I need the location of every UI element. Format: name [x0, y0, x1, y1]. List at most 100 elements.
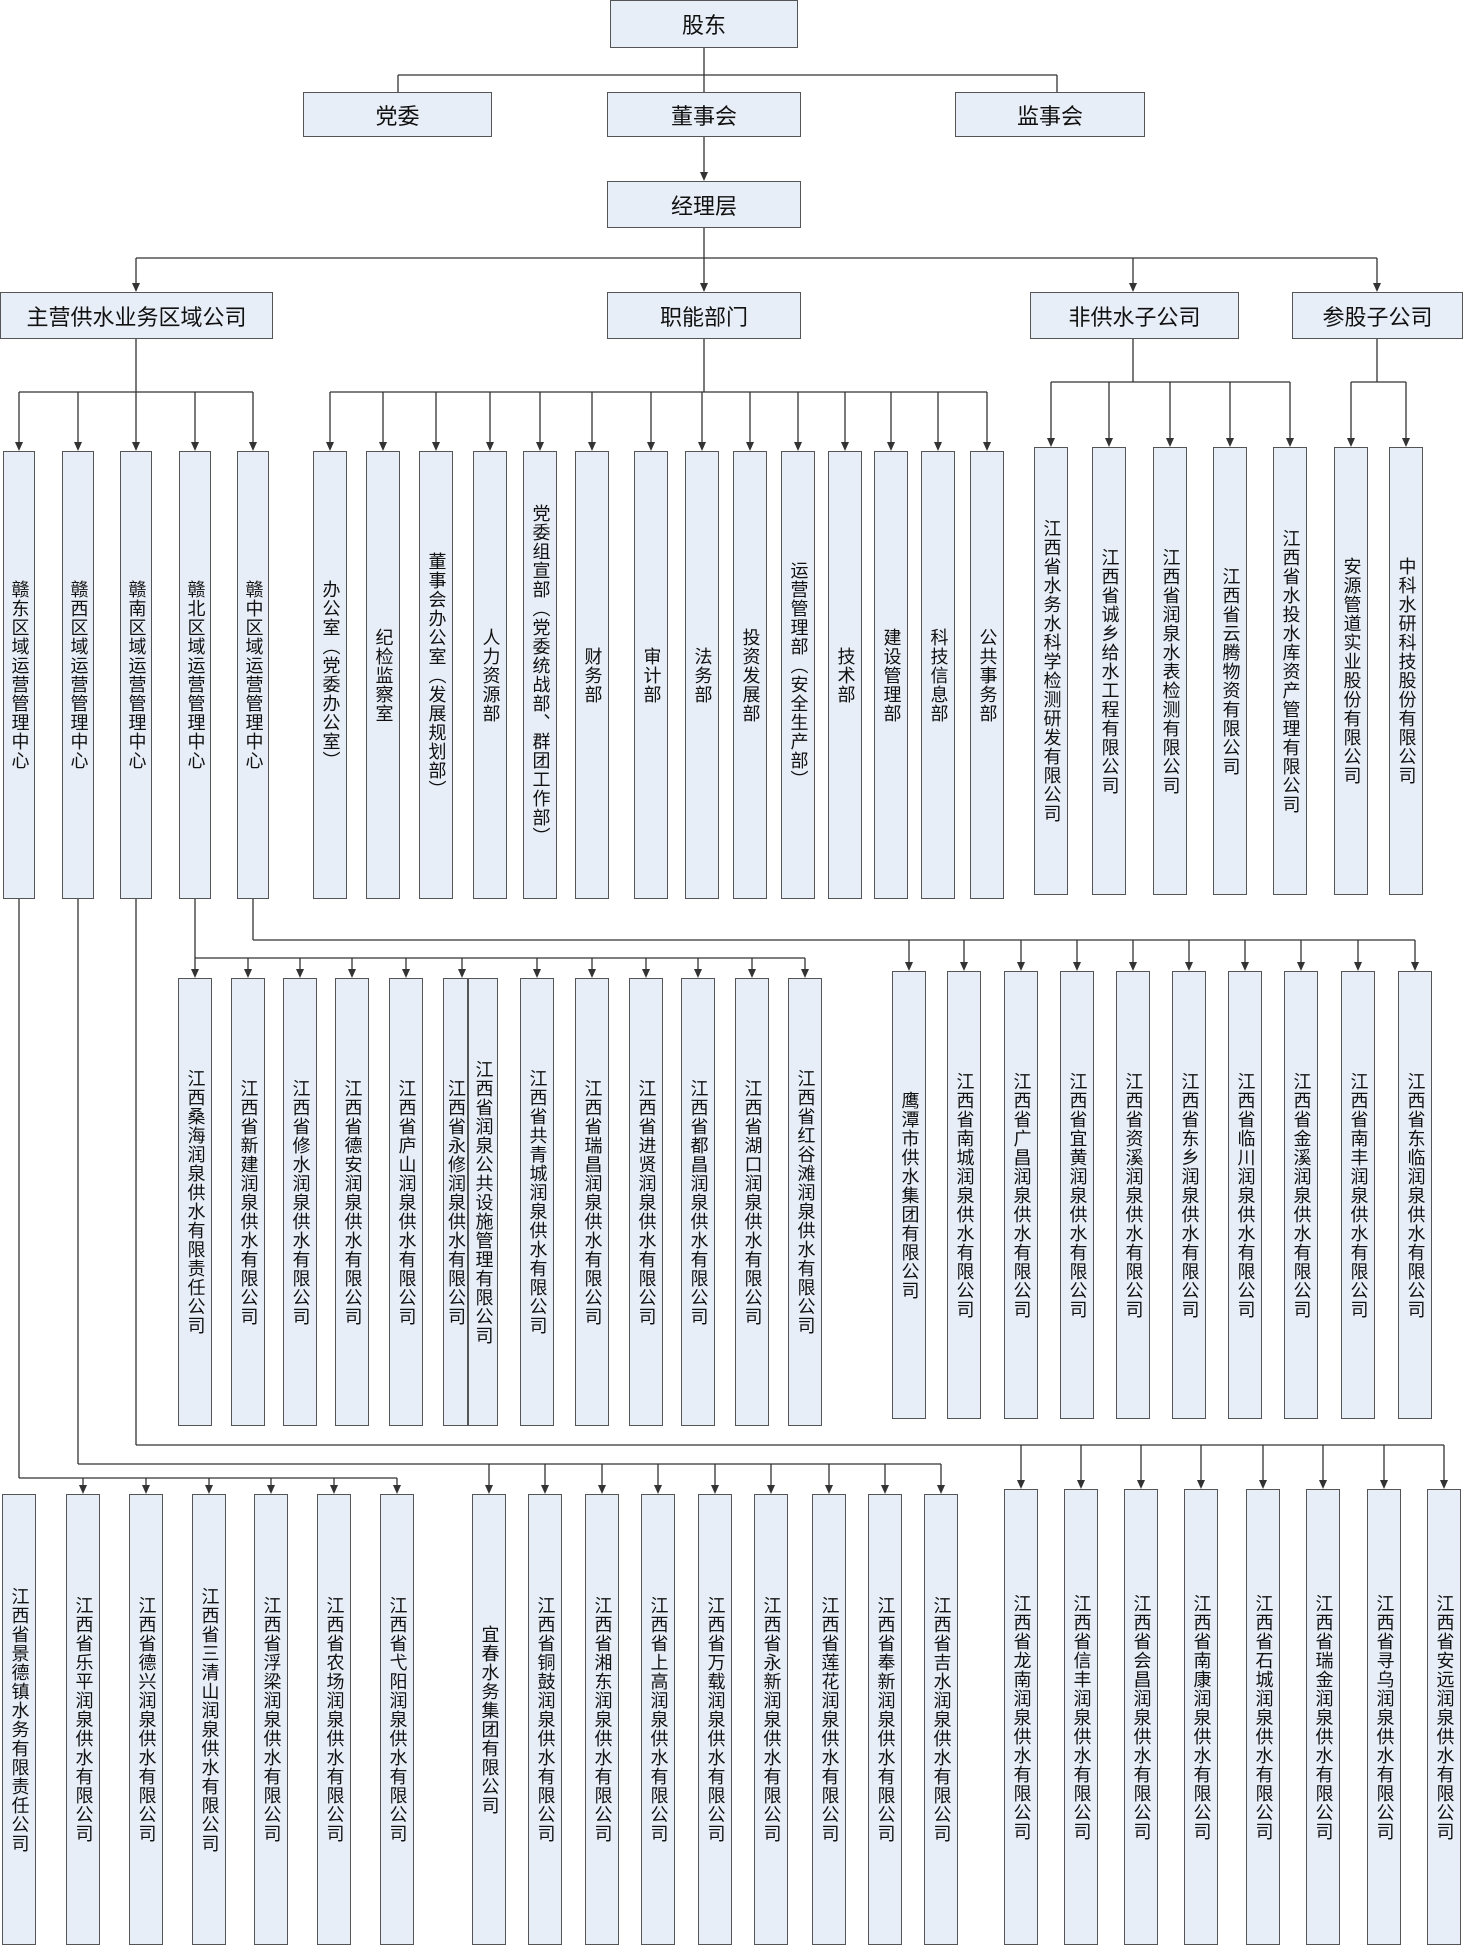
division-regional-label: 主营供水业务区域公司: [26, 305, 247, 331]
ganbei-company-7: 江西省润泉公共设施管理有限公司: [468, 978, 498, 1426]
department-6: 财务部: [575, 451, 609, 899]
arrowhead: [1319, 1480, 1327, 1489]
arrowhead: [330, 1485, 338, 1494]
arrowhead: [1354, 962, 1362, 971]
ganzhong-company-10-label: 江西省东临润泉供水有限公司: [1404, 1071, 1426, 1319]
gandong-company-5-label: 江西省浮梁润泉供水有限公司: [260, 1596, 282, 1843]
arrowhead: [541, 1485, 549, 1494]
arrowhead: [934, 442, 942, 451]
supervisory-board: 监事会: [955, 92, 1145, 137]
gannan-company-3: 江西省会昌润泉供水有限公司: [1124, 1489, 1158, 1945]
gannan-company-1: 江西省龙南润泉供水有限公司: [1004, 1489, 1038, 1945]
ganbei-company-9: 江西省进贤润泉供水有限公司: [629, 978, 663, 1426]
gannan-company-6: 江西省瑞金润泉供水有限公司: [1306, 1489, 1340, 1945]
division-non-water: 非供水子公司: [1030, 292, 1239, 339]
division-non-water-label: 非供水子公司: [1068, 305, 1201, 331]
ganxi-company-6-label: 江西省永新润泉供水有限公司: [760, 1596, 782, 1843]
arrowhead: [1440, 1480, 1448, 1489]
ganbei-company-3-label: 江西省修水润泉供水有限公司: [289, 1078, 311, 1326]
arrowhead: [1166, 438, 1174, 447]
arrowhead: [767, 1485, 775, 1494]
non-water-subsidiary-1-label: 江西省水务水科学检测研发有限公司: [1040, 519, 1062, 823]
ganbei-company-11: 江西省湖口润泉供水有限公司: [735, 978, 769, 1426]
party-committee: 党委: [303, 92, 492, 137]
arrowhead: [485, 1485, 493, 1494]
department-9: 投资发展部: [733, 451, 767, 899]
arrowhead: [647, 442, 655, 451]
ganxi-company-7: 江西省莲花润泉供水有限公司: [812, 1494, 846, 1945]
non-water-subsidiary-2: 江西省诚乡给水工程有限公司: [1092, 447, 1126, 895]
ganxi-company-7-label: 江西省莲花润泉供水有限公司: [818, 1596, 840, 1843]
arrowhead: [1411, 962, 1419, 971]
arrowhead: [1347, 438, 1355, 447]
gandong-company-2-label: 江西省乐平润泉供水有限公司: [72, 1596, 94, 1843]
non-water-subsidiary-3: 江西省润泉水表检测有限公司: [1153, 447, 1187, 895]
gandong-company-1-label: 江西省景德镇水务有限责任公司: [8, 1586, 30, 1853]
gannan-company-1-label: 江西省龙南润泉供水有限公司: [1010, 1593, 1032, 1841]
arrowhead: [700, 172, 708, 181]
regional-center-1-label: 赣东区域运营管理中心: [8, 580, 30, 770]
arrowhead: [1129, 962, 1137, 971]
arrowhead: [711, 1485, 719, 1494]
arrowhead: [79, 1485, 87, 1494]
arrowhead: [132, 283, 140, 292]
arrowhead: [700, 283, 708, 292]
division-functional-label: 职能部门: [659, 305, 748, 331]
gannan-company-3-label: 江西省会昌润泉供水有限公司: [1130, 1593, 1152, 1841]
ganzhong-company-10: 江西省东临润泉供水有限公司: [1398, 971, 1432, 1419]
arrowhead: [598, 1485, 606, 1494]
arrowhead: [536, 442, 544, 451]
regional-center-4-label: 赣北区域运营管理中心: [184, 580, 206, 770]
arrowhead: [486, 442, 494, 451]
ganxi-company-2: 江西省铜鼓润泉供水有限公司: [528, 1494, 562, 1945]
gandong-company-3: 江西省德兴润泉供水有限公司: [129, 1494, 163, 1945]
arrowhead: [1380, 1480, 1388, 1489]
gandong-company-6: 江西省农场润泉供水有限公司: [317, 1494, 351, 1945]
non-water-subsidiary-5-label: 江西省水投水库资产管理有限公司: [1279, 528, 1301, 814]
gandong-company-4: 江西省三清山润泉供水有限公司: [192, 1494, 226, 1945]
ganzhong-company-6: 江西省东乡润泉供水有限公司: [1172, 971, 1206, 1419]
arrowhead: [983, 442, 991, 451]
ganbei-company-4: 江西省德安润泉供水有限公司: [335, 978, 369, 1426]
gannan-company-8: 江西省安远润泉供水有限公司: [1427, 1489, 1461, 1945]
root-node-label: 股东: [681, 14, 726, 39]
ganzhong-company-5: 江西省资溪润泉供水有限公司: [1116, 971, 1150, 1419]
department-13-label: 科技信息部: [927, 627, 949, 723]
ganbei-company-2: 江西省新建润泉供水有限公司: [231, 978, 265, 1426]
department-5-label: 党委组宣部（党委统战部、群团工作部）: [529, 504, 551, 846]
arrowhead: [1129, 283, 1137, 292]
gannan-company-4-label: 江西省南康润泉供水有限公司: [1190, 1593, 1212, 1841]
arrowhead: [1297, 962, 1305, 971]
gannan-company-2: 江西省信丰润泉供水有限公司: [1064, 1489, 1098, 1945]
management-label: 经理层: [670, 194, 737, 220]
arrowhead: [15, 442, 23, 451]
ganbei-company-12-label: 江西省红谷滩润泉供水有限公司: [794, 1069, 816, 1335]
management: 经理层: [607, 181, 801, 228]
ganzhong-company-7-label: 江西省临川润泉供水有限公司: [1234, 1071, 1256, 1319]
ganbei-company-8-label: 江西省瑞昌润泉供水有限公司: [581, 1078, 603, 1326]
gannan-company-7-label: 江西省寻乌润泉供水有限公司: [1373, 1593, 1395, 1841]
ganzhong-company-6-label: 江西省东乡润泉供水有限公司: [1178, 1071, 1200, 1319]
arrowhead: [1259, 1480, 1267, 1489]
gannan-company-7: 江西省寻乌润泉供水有限公司: [1367, 1489, 1401, 1945]
gandong-company-7-label: 江西省弋阳润泉供水有限公司: [386, 1596, 408, 1843]
participating-subsidiary-2: 中科水研科技股份有限公司: [1389, 447, 1423, 895]
department-2: 纪检监察室: [366, 451, 400, 899]
ganbei-company-5: 江西省庐山润泉供水有限公司: [389, 978, 423, 1426]
arrowhead: [1073, 962, 1081, 971]
ganxi-company-3: 江西省湘东润泉供水有限公司: [585, 1494, 619, 1945]
department-7: 审计部: [634, 451, 668, 899]
ganzhong-company-4: 江西省宜黄润泉供水有限公司: [1060, 971, 1094, 1419]
arrowhead: [458, 969, 466, 978]
gandong-company-4-label: 江西省三清山润泉供水有限公司: [198, 1586, 220, 1853]
division-regional: 主营供水业务区域公司: [0, 292, 273, 339]
arrowhead: [905, 962, 913, 971]
ganbei-company-1: 江西桑海润泉供水有限责任公司: [178, 978, 212, 1426]
arrowhead: [393, 1485, 401, 1494]
arrowhead: [1137, 1480, 1145, 1489]
board-of-directors: 董事会: [607, 92, 801, 137]
gandong-company-2: 江西省乐平润泉供水有限公司: [66, 1494, 100, 1945]
gandong-company-1: 江西省景德镇水务有限责任公司: [2, 1494, 36, 1945]
